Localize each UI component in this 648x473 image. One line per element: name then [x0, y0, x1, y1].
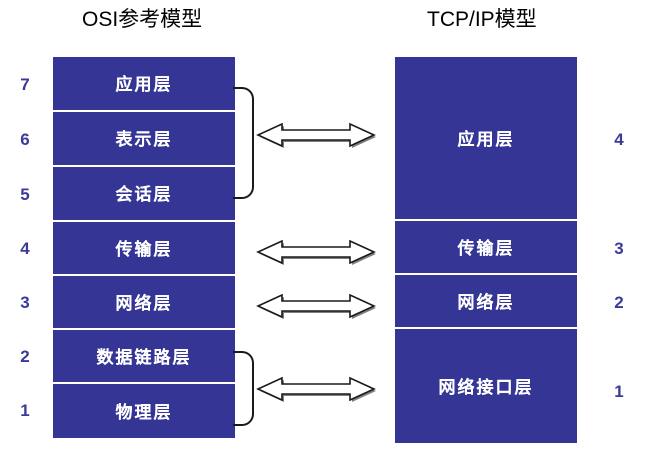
- tcpip-layer-label: 传输层: [457, 238, 515, 259]
- bracket-osi-upper-group: [233, 87, 254, 199]
- tcpip-model-title: TCP/IP模型: [427, 8, 537, 31]
- tcpip-layer-number-2: 2: [614, 293, 624, 312]
- osi-layer-label: 物理层: [115, 402, 173, 423]
- mapping-arrow-network-interface: [256, 376, 376, 402]
- osi-layer-number-2: 2: [20, 347, 30, 366]
- bracket-osi-lower-group: [233, 351, 254, 426]
- osi-layer-label: 数据链路层: [96, 347, 192, 368]
- osi-model-title: OSI参考模型: [82, 8, 203, 31]
- osi-layer-number-4: 4: [20, 239, 30, 258]
- osi-layer-physical[interactable]: 物理层: [53, 384, 235, 438]
- osi-layer-label: 网络层: [115, 293, 173, 314]
- osi-layer-label: 会话层: [115, 185, 173, 205]
- mapping-arrow-transport: [256, 239, 376, 265]
- osi-layer-session[interactable]: 会话层: [53, 167, 235, 222]
- tcpip-layer-label: 网络接口层: [438, 377, 534, 398]
- tcpip-layer-internet[interactable]: 网络层: [395, 275, 577, 329]
- tcpip-layer-transport[interactable]: 传输层: [395, 221, 577, 275]
- osi-layer-transport[interactable]: 传输层: [53, 222, 235, 276]
- mapping-arrow-network: [256, 293, 376, 319]
- osi-layer-label: 传输层: [115, 239, 173, 260]
- tcpip-layer-number-3: 3: [614, 239, 624, 258]
- tcpip-layer-label: 应用层: [457, 129, 515, 150]
- tcpip-layer-number-1: 1: [614, 382, 624, 401]
- mapping-arrow-application: [256, 122, 376, 148]
- osi-layer-number-5: 5: [20, 185, 30, 204]
- tcpip-layer-label: 网络层: [457, 292, 515, 313]
- tcpip-layer-number-4: 4: [614, 130, 624, 149]
- osi-layer-number-7: 7: [20, 75, 30, 94]
- tcpip-layer-stack: 应用层 传输层 网络层 网络接口层: [395, 57, 577, 443]
- osi-layer-application[interactable]: 应用层: [53, 57, 235, 112]
- osi-layer-number-6: 6: [20, 130, 30, 149]
- osi-layer-label: 应用层: [115, 75, 173, 95]
- osi-layer-stack: 应用层 表示层 会话层 传输层 网络层 数据链路层 物理层: [53, 57, 235, 438]
- tcpip-layer-application[interactable]: 应用层: [395, 57, 577, 221]
- osi-layer-network[interactable]: 网络层: [53, 276, 235, 330]
- osi-layer-datalink[interactable]: 数据链路层: [53, 330, 235, 384]
- osi-layer-label: 表示层: [115, 130, 173, 150]
- tcpip-layer-network-interface[interactable]: 网络接口层: [395, 329, 577, 443]
- osi-layer-presentation[interactable]: 表示层: [53, 112, 235, 167]
- osi-layer-number-1: 1: [20, 401, 30, 420]
- osi-layer-number-3: 3: [20, 293, 30, 312]
